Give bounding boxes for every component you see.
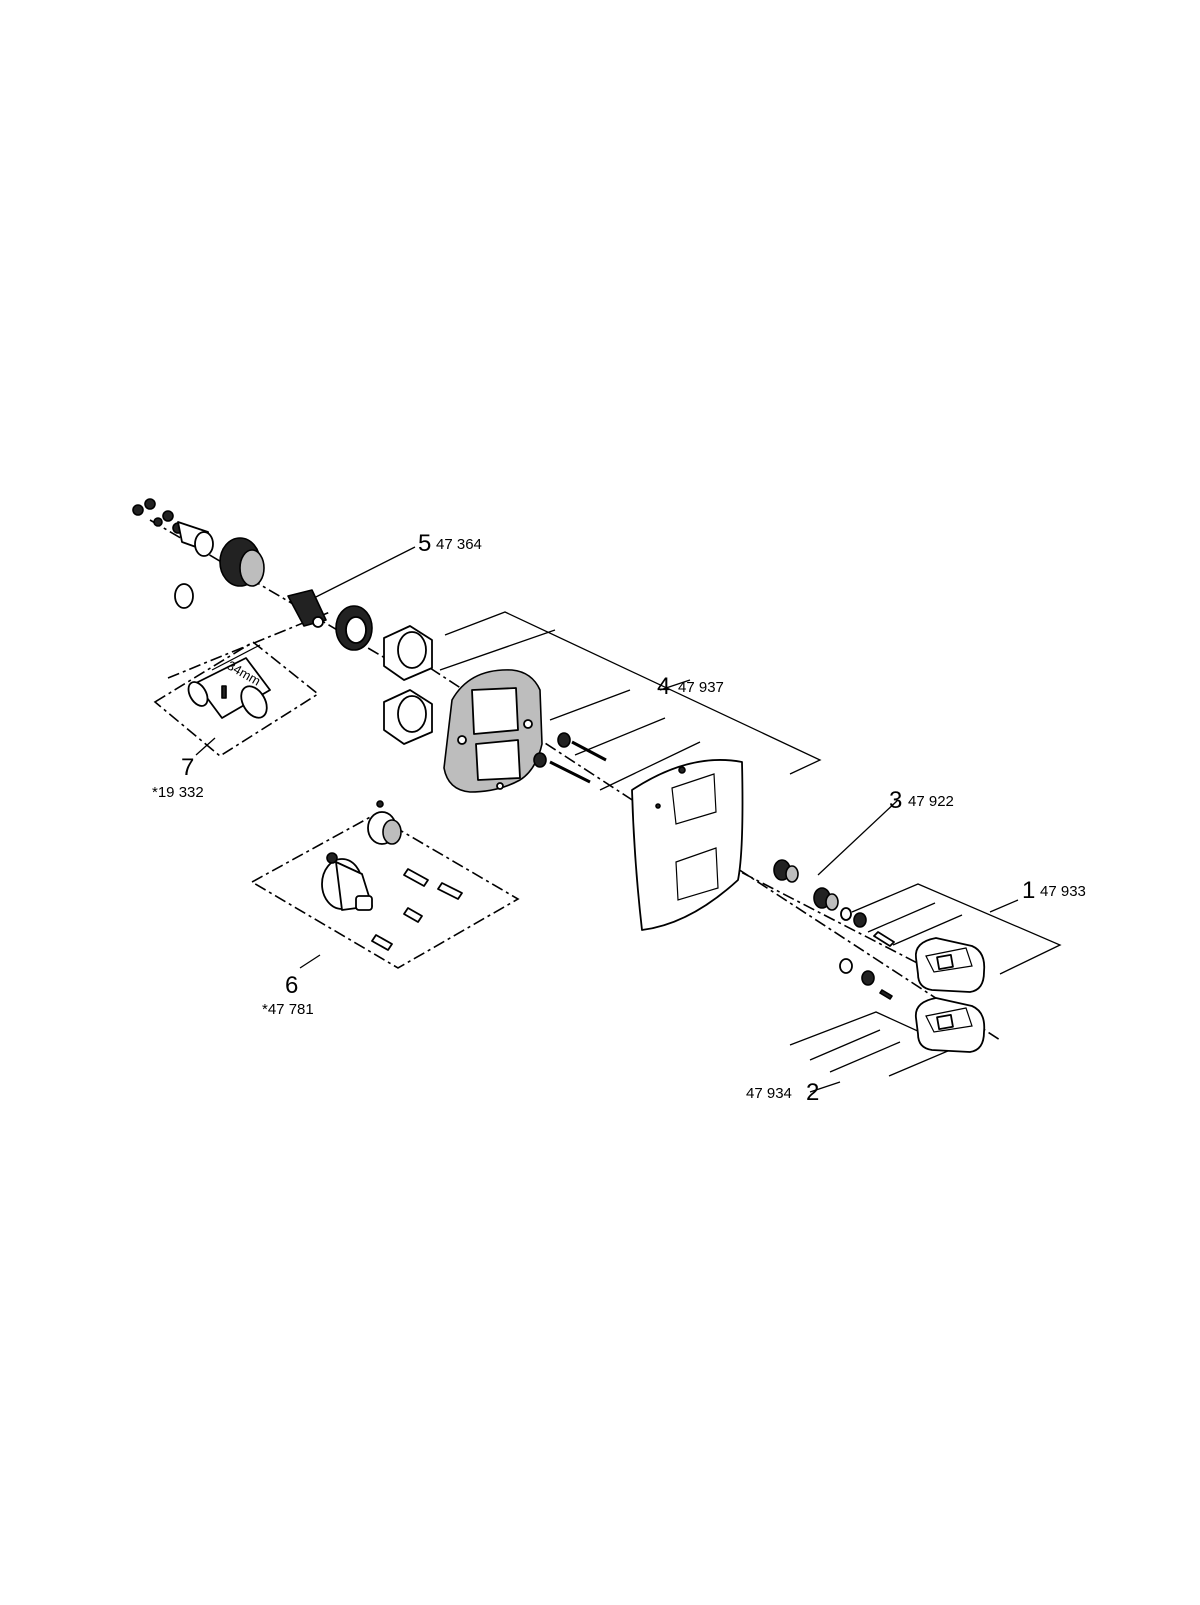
part-number: *19 332 <box>152 784 204 801</box>
valve-spindle <box>177 521 214 557</box>
handle-lower <box>914 997 986 1053</box>
callout-7: 7 *19 332 <box>152 754 204 801</box>
parts-group-1 <box>813 887 895 947</box>
cartridge-assembly-5 <box>132 498 373 651</box>
spindle-parts <box>371 868 463 951</box>
thermostatic-cartridge <box>287 589 327 628</box>
parts-group-2 <box>839 958 893 1000</box>
part-number: 47 922 <box>908 793 954 810</box>
callout-number: 3 <box>889 787 902 814</box>
callout-number: 1 <box>1022 877 1035 904</box>
callout-4: 4 47 937 <box>657 673 724 700</box>
callout-1: 1 47 933 <box>1022 877 1086 904</box>
cover-plate <box>631 759 744 931</box>
adapter-3 <box>773 859 799 883</box>
callout-number: 7 <box>181 754 194 781</box>
callout-5: 5 47 364 <box>418 530 482 557</box>
callout-number: 6 <box>285 972 298 999</box>
callout-number: 2 <box>806 1079 819 1106</box>
callout-number: 4 <box>657 673 670 700</box>
callout-6: 6 *47 781 <box>262 972 314 1018</box>
sleeve-upper <box>383 625 433 681</box>
part-number: 47 933 <box>1040 883 1086 900</box>
leader-lines <box>195 546 1062 1093</box>
cartridge-small <box>367 800 402 845</box>
adjusting-tool <box>187 644 271 719</box>
extension-sleeves <box>383 625 433 745</box>
part-number: *47 781 <box>262 1001 314 1018</box>
assembly-axis-lines <box>149 519 1001 1041</box>
small-screws <box>132 498 184 534</box>
part-number: 47 937 <box>678 679 724 696</box>
screws-4 <box>533 732 607 784</box>
tool-kit-7: 34mm <box>153 641 320 757</box>
handle-upper <box>914 937 986 993</box>
part-number: 47 934 <box>746 1085 792 1102</box>
small-sleeve <box>174 583 194 609</box>
mounting-plate <box>443 669 543 793</box>
callout-3: 3 47 922 <box>889 787 954 814</box>
parts-kit-6 <box>250 800 520 969</box>
valve-ring <box>219 537 265 587</box>
sleeve-lower <box>383 689 433 745</box>
callout-number: 5 <box>418 530 431 557</box>
cartridge-large <box>321 852 373 911</box>
part-number: 47 364 <box>436 536 482 553</box>
cartridge-nut <box>335 605 373 651</box>
callout-2: 47 934 2 <box>746 1079 819 1106</box>
